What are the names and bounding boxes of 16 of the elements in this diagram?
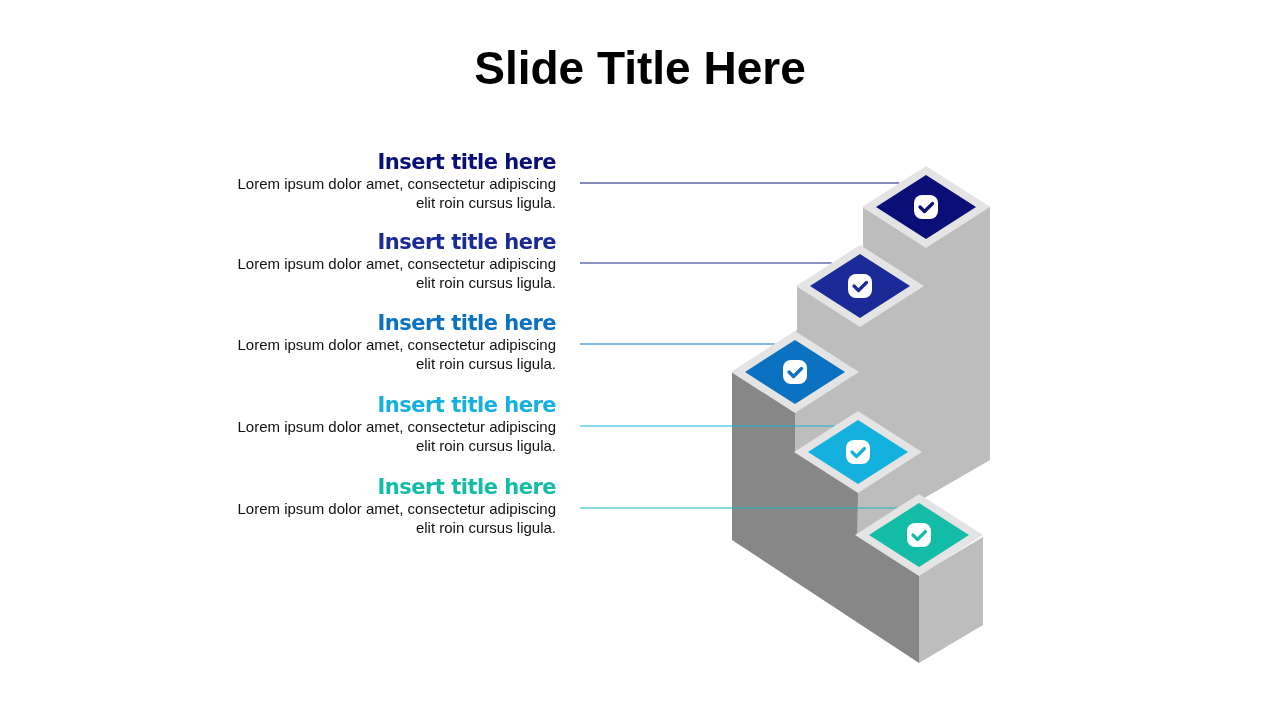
item-heading: Insert title here <box>377 230 556 254</box>
item-heading: Insert title here <box>377 393 556 417</box>
item-heading: Insert title here <box>377 475 556 499</box>
slide-title: Slide Title Here <box>474 41 806 96</box>
leader-line <box>579 343 776 345</box>
item-description: Lorem ipsum dolor amet, consectetur adipiscing elit roin cursus ligula. <box>236 254 556 292</box>
item-heading: Insert title here <box>377 150 556 174</box>
leader-line <box>579 507 898 509</box>
leader-line <box>579 182 901 184</box>
item-heading: Insert title here <box>377 311 556 335</box>
item-description: Lorem ipsum dolor amet, consectetur adipiscing elit roin cursus ligula. <box>236 499 556 537</box>
leader-line <box>579 262 833 264</box>
leader-line <box>579 425 836 427</box>
item-description: Lorem ipsum dolor amet, consectetur adipiscing elit roin cursus ligula. <box>236 174 556 212</box>
item-description: Lorem ipsum dolor amet, consectetur adipiscing elit roin cursus ligula. <box>236 335 556 373</box>
item-description: Lorem ipsum dolor amet, consectetur adipiscing elit roin cursus ligula. <box>236 417 556 455</box>
